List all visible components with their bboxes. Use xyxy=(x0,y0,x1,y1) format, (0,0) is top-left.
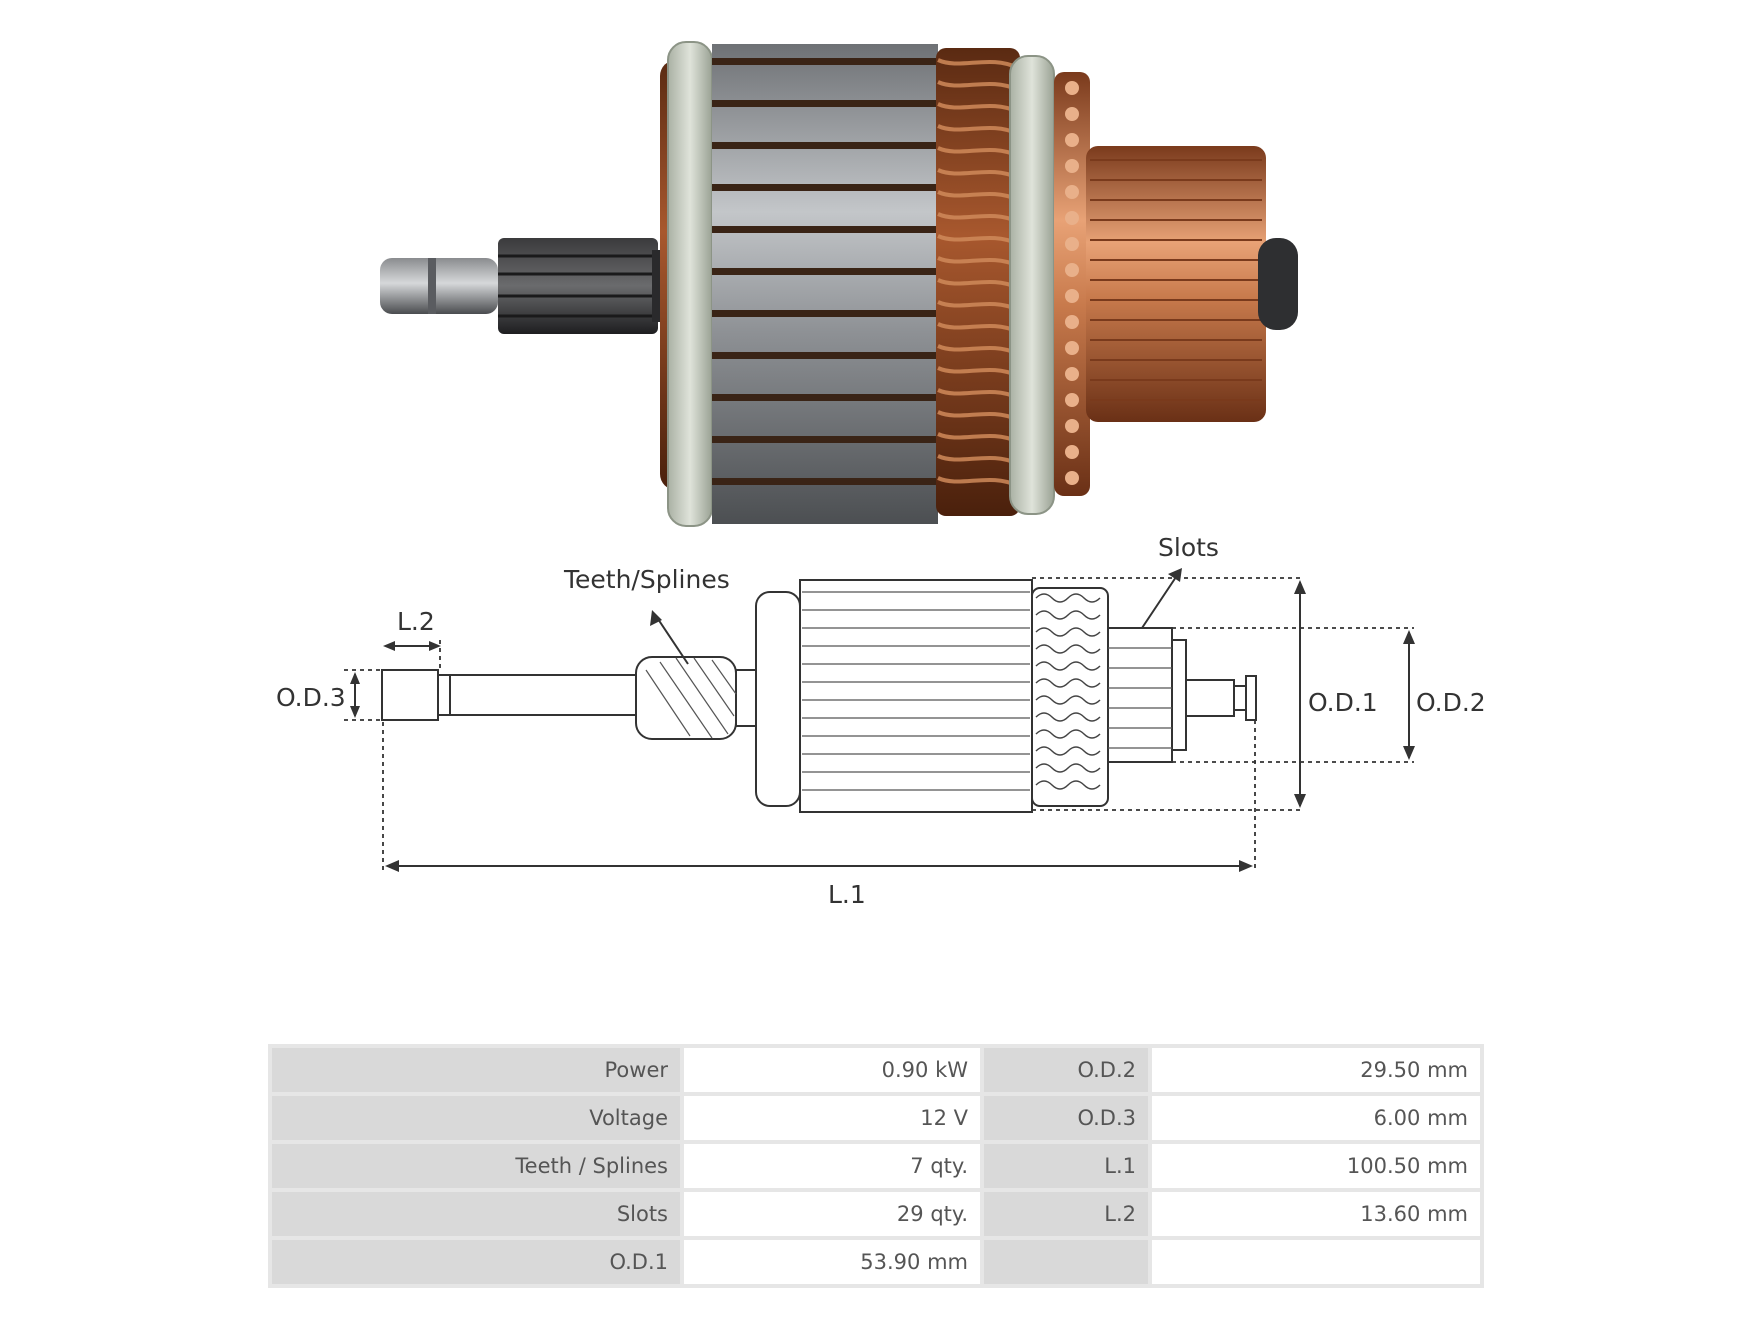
core-slot xyxy=(712,436,938,443)
spec-label: O.D.3 xyxy=(984,1096,1148,1140)
left-winding-outline xyxy=(755,591,801,807)
slots-label: Slots xyxy=(1158,533,1219,562)
core-outline xyxy=(799,579,1033,813)
dimension-drawing: Teeth/Splines Slots L.2 O.D.3 O.D.1 O.D.… xyxy=(276,533,1486,909)
riser-tab xyxy=(1065,341,1079,355)
riser-tab xyxy=(1065,211,1079,225)
winding-wave xyxy=(1035,746,1101,756)
right-winding-outline xyxy=(1031,587,1109,807)
table-row: O.D.1 53.90 mm xyxy=(272,1240,1480,1284)
spec-value: 13.60 mm xyxy=(1152,1192,1480,1236)
shaft-end-outline xyxy=(381,669,439,721)
riser-tab xyxy=(1065,81,1079,95)
spec-label: Voltage xyxy=(272,1096,680,1140)
riser-tab xyxy=(1065,419,1079,433)
spec-label: L.2 xyxy=(984,1192,1148,1236)
pinion-gear xyxy=(498,238,658,334)
spec-label: O.D.1 xyxy=(272,1240,680,1284)
armature-core xyxy=(712,44,938,524)
spec-value: 29 qty. xyxy=(684,1192,980,1236)
spec-value: 53.90 mm xyxy=(684,1240,980,1284)
od2-label: O.D.2 xyxy=(1416,688,1486,717)
table-row: Slots 29 qty. L.2 13.60 mm xyxy=(272,1192,1480,1236)
riser-tab xyxy=(1065,367,1079,381)
od3-label: O.D.3 xyxy=(276,683,346,712)
core-slot xyxy=(712,268,938,275)
spec-value: 100.50 mm xyxy=(1152,1144,1480,1188)
winding-wire xyxy=(937,58,1019,70)
slots-leader xyxy=(1141,573,1179,629)
riser-tab xyxy=(1065,315,1079,329)
l2-label: L.2 xyxy=(397,607,435,636)
riser-tab xyxy=(1065,107,1079,121)
spec-label: O.D.2 xyxy=(984,1048,1148,1092)
spec-label: Power xyxy=(272,1048,680,1092)
riser-tab xyxy=(1065,133,1079,147)
riser-tab xyxy=(1065,393,1079,407)
winding-wave xyxy=(1035,780,1101,790)
core-slot xyxy=(712,184,938,191)
spec-value: 12 V xyxy=(684,1096,980,1140)
table-row: Power 0.90 kW O.D.2 29.50 mm xyxy=(272,1048,1480,1092)
riser-tab xyxy=(1065,185,1079,199)
table-row: Teeth / Splines 7 qty. L.1 100.50 mm xyxy=(272,1144,1480,1188)
core-slot xyxy=(712,58,938,65)
spec-value: 29.50 mm xyxy=(1152,1048,1480,1092)
spec-value: 0.90 kW xyxy=(684,1048,980,1092)
riser-tab xyxy=(1065,159,1079,173)
riser-tab xyxy=(1065,471,1079,485)
winding-wave xyxy=(1035,763,1101,773)
riser-tab xyxy=(1065,263,1079,277)
riser-tab xyxy=(1065,289,1079,303)
winding-wave xyxy=(1035,593,1101,603)
teeth-leader xyxy=(655,615,689,665)
winding-wave xyxy=(1035,610,1101,620)
core-slot xyxy=(712,226,938,233)
spec-label: Teeth / Splines xyxy=(272,1144,680,1188)
commutator xyxy=(1086,146,1266,422)
core-slot xyxy=(712,142,938,149)
specifications-table: Power 0.90 kW O.D.2 29.50 mm Voltage 12 … xyxy=(268,1044,1484,1288)
winding-wave xyxy=(1035,695,1101,705)
stub-outline xyxy=(1185,679,1235,717)
core-slot xyxy=(712,310,938,317)
commutator-outline xyxy=(1107,627,1173,763)
armature-photo xyxy=(380,41,1298,527)
teeth-splines-label: Teeth/Splines xyxy=(563,565,730,594)
shaft-end xyxy=(380,258,498,314)
shaft-outline xyxy=(449,674,641,716)
commutator-risers xyxy=(1054,72,1090,496)
table-row: Voltage 12 V O.D.3 6.00 mm xyxy=(272,1096,1480,1140)
shaft-groove xyxy=(428,258,436,314)
spec-value xyxy=(1152,1240,1480,1284)
spec-label: Slots xyxy=(272,1192,680,1236)
l1-label: L.1 xyxy=(828,880,866,909)
riser-tab xyxy=(1065,445,1079,459)
core-slot xyxy=(712,394,938,401)
shaft-stub xyxy=(1258,238,1298,330)
winding-wave xyxy=(1035,729,1101,739)
winding-wave xyxy=(1035,678,1101,688)
riser-tab xyxy=(1065,237,1079,251)
spec-value: 7 qty. xyxy=(684,1144,980,1188)
spec-label: L.1 xyxy=(984,1144,1148,1188)
spec-value: 6.00 mm xyxy=(1152,1096,1480,1140)
core-slot xyxy=(712,478,938,485)
winding-wave xyxy=(1035,661,1101,671)
winding-wave xyxy=(1035,712,1101,722)
od1-label: O.D.1 xyxy=(1308,688,1378,717)
core-slot xyxy=(712,352,938,359)
winding-wave xyxy=(1035,627,1101,637)
winding-wave xyxy=(1035,644,1101,654)
core-slot xyxy=(712,100,938,107)
spec-label xyxy=(984,1240,1148,1284)
